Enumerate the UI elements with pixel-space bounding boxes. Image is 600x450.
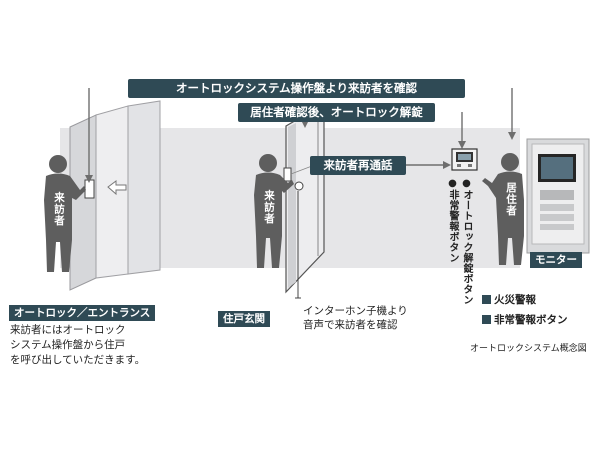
banner-recall: 来訪者再通話 — [310, 156, 406, 175]
entrance-doors — [69, 100, 161, 291]
diagram-caption: オートロックシステム概念図 — [470, 344, 587, 354]
banner-top: オートロックシステム操作盤より来訪者を確認 — [128, 79, 465, 98]
entry-arrow — [107, 180, 127, 196]
visitor-center-label: 来訪者 — [263, 190, 275, 225]
arrow-recall-head — [443, 161, 451, 169]
unit-door — [283, 102, 325, 294]
emergency-alarm-button-label: ●非常警報ボタン — [447, 178, 458, 263]
legend-emergency-button: 非常警報ボタン — [482, 312, 568, 329]
monitor-tag: モニター — [530, 252, 582, 268]
autolock-box-line1: 来訪者にはオートロック — [10, 324, 126, 336]
arrow-top-left-head — [85, 175, 93, 183]
visitor-left-label: 来訪者 — [53, 192, 65, 227]
arrow-top-head — [508, 132, 516, 140]
unit-entrance-tag: 住戸玄関 — [218, 311, 270, 327]
autolock-box-line3: を呼び出していただきます。 — [10, 354, 146, 366]
arrow-second-left-head — [301, 120, 309, 128]
door-note-line1: インターホン子機より — [303, 305, 408, 317]
door-note-line2: 音声で来訪者を確認 — [303, 319, 398, 331]
visitor-center-figure — [254, 154, 294, 268]
resident-label: 居住者 — [505, 182, 517, 217]
legend-fire-alarm: 火災警報 — [482, 292, 536, 309]
autolock-box-line2: システム操作盤から住戸 — [10, 339, 126, 351]
visitor-left-figure — [44, 155, 86, 272]
arrow-second-head — [458, 141, 466, 149]
legend-emergency-button-label: 非常警報ボタン — [494, 314, 568, 326]
autolock-box-title: オートロック／エントランス — [9, 305, 156, 321]
legend-fire-alarm-label: 火災警報 — [494, 294, 536, 306]
resident-monitor — [526, 138, 590, 254]
autolock-unlock-button-label: ●オートロック解錠ボタン — [461, 178, 472, 305]
autolock-operation-panel — [451, 148, 478, 171]
resident-figure — [482, 153, 524, 265]
legend-square-icon — [482, 315, 491, 324]
legend-square-icon — [482, 295, 491, 304]
banner-second: 居住者確認後、オートロック解錠 — [238, 103, 435, 122]
